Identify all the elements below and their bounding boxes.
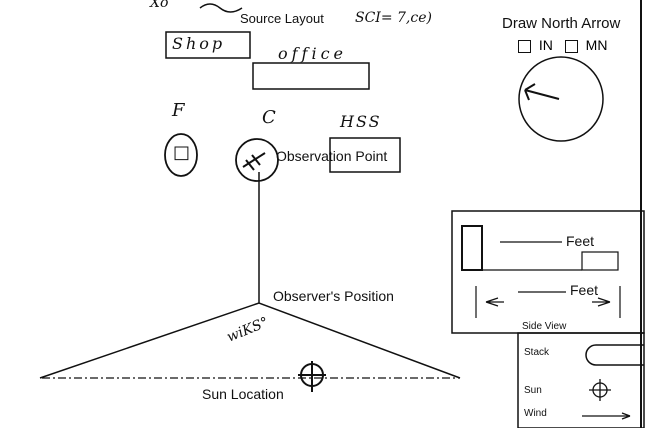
north-arrow-options: IN MN [518, 37, 607, 53]
scale-scribble: SCI= 7,ce) [355, 10, 432, 26]
in-label: IN [538, 37, 553, 53]
top-scribble [199, 3, 243, 13]
legend-panel [517, 332, 645, 428]
legend-wind-label: Wind [524, 408, 547, 419]
building-f-circle [164, 133, 198, 177]
observers-position-label: Observer's Position [273, 288, 394, 304]
side-view-feet-box [581, 251, 619, 271]
north-arrow-title: Draw North Arrow [502, 15, 621, 32]
side-view-panel [451, 210, 645, 334]
side-view-title: Side View [522, 321, 567, 332]
building-hss-label: HSS [340, 112, 382, 131]
legend-stack-label: Stack [524, 347, 550, 358]
sun-location-label: Sun Location [202, 386, 284, 402]
north-arrow-circle [518, 56, 604, 142]
hss-box [329, 137, 401, 173]
building-c-label: C [262, 107, 276, 128]
building-f-label: F [172, 100, 185, 121]
office-label: office [278, 44, 348, 63]
stack-symbol [585, 344, 644, 366]
shop-label: Shop [172, 34, 226, 53]
in-checkbox[interactable] [518, 39, 531, 53]
office-box [252, 62, 370, 90]
side-view-dimension [485, 297, 611, 307]
top-left-scribble: Xo [150, 0, 169, 11]
shop-box [165, 31, 251, 59]
north-arrow [524, 89, 560, 100]
side-view-feet-bottom: Feet [570, 282, 599, 298]
side-view-stack [461, 225, 483, 271]
legend-sun-label: Sun [524, 385, 542, 396]
observation-point-label: Observation Point [276, 148, 388, 164]
side-view-feet-top: Feet [566, 233, 595, 249]
building-f-mark: □ [173, 142, 191, 163]
observation-point-circle [235, 138, 279, 182]
page-title: Source Layout [240, 11, 324, 26]
mn-checkbox[interactable] [564, 39, 578, 53]
observation-mark [242, 152, 266, 171]
observer-triangle [39, 302, 461, 379]
mn-label: MN [585, 37, 608, 53]
